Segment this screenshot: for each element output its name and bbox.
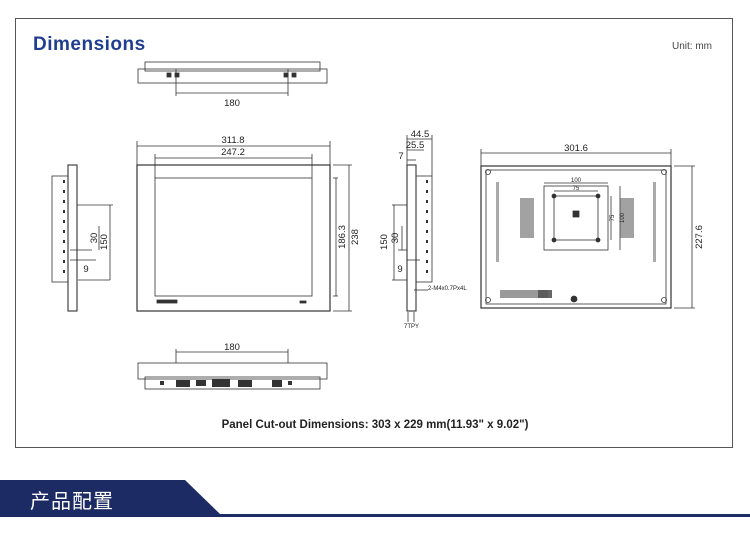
front-outer-width-label: 311.8 — [221, 135, 244, 146]
right-7-label: 7 — [398, 151, 403, 162]
left-side-view: 30 150 9 — [51, 164, 113, 312]
bottom-view: 180 — [137, 342, 328, 390]
front-outer-height-label: 238 — [350, 229, 361, 245]
right-side-view: 44.5 25.5 7 150 30 9 2-M4x0.7Px4L 7TPY — [379, 129, 467, 330]
left-150-label: 150 — [99, 234, 110, 250]
front-inner-height-label: 186.3 — [337, 225, 348, 249]
right-9-label: 9 — [397, 264, 402, 275]
cutout-caption: Panel Cut-out Dimensions: 303 x 229 mm(1… — [221, 419, 529, 431]
left-9-label: 9 — [83, 264, 88, 275]
vesa-75-h-label: 75 — [573, 186, 580, 192]
right-150-label: 150 — [379, 234, 390, 250]
right-depth-label: 44.5 — [411, 129, 430, 140]
typ-label: 7TPY — [404, 324, 419, 330]
unit-label: Unit: mm — [672, 41, 712, 52]
bottom-view-width-label: 180 — [224, 342, 240, 353]
page-title: Dimensions — [33, 34, 146, 55]
right-30-label: 30 — [390, 233, 401, 244]
section-banner — [0, 480, 750, 517]
top-view: 180 — [137, 61, 328, 109]
section-banner-title: 产品配置 — [30, 489, 114, 513]
screw-note-label: 2-M4x0.7Px4L — [428, 286, 467, 292]
rear-height-label: 227.6 — [694, 225, 705, 249]
rear-view: 301.6 227.6 100 75 75 100 — [480, 143, 705, 309]
dimension-sheet-frame — [15, 18, 733, 448]
vesa-75-v-label: 75 — [610, 214, 616, 221]
front-view: 311.8 247.2 186.3 238 — [136, 135, 361, 312]
vesa-100-v-label: 100 — [620, 212, 626, 223]
left-30-label: 30 — [89, 233, 100, 244]
right-25-label: 25.5 — [406, 140, 425, 151]
vesa-100-h-label: 100 — [571, 178, 582, 184]
rear-width-label: 301.6 — [564, 143, 588, 154]
top-view-width-label: 180 — [224, 98, 240, 109]
front-inner-width-label: 247.2 — [221, 147, 245, 158]
